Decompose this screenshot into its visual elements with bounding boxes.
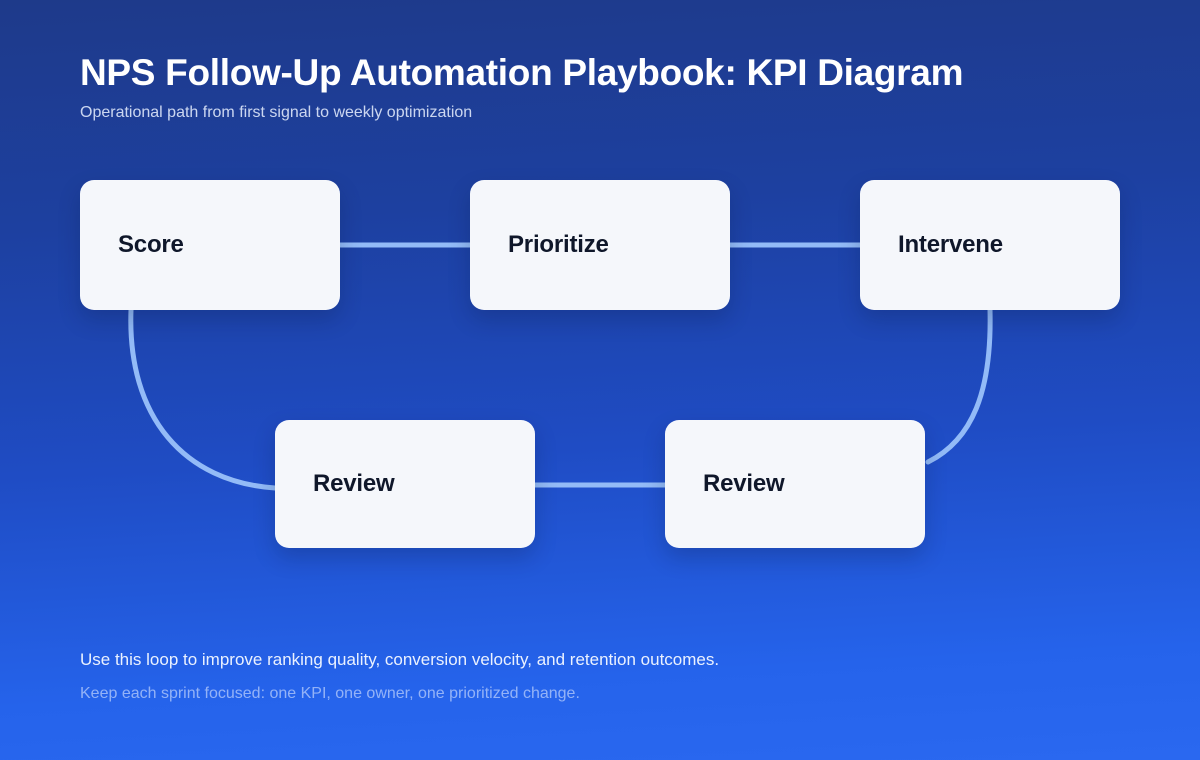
node-intervene[interactable]: Intervene (860, 180, 1120, 310)
node-score-label: Score (118, 231, 184, 258)
footer-primary-text: Use this loop to improve ranking quality… (80, 650, 720, 669)
footer-secondary-text: Keep each sprint focused: one KPI, one o… (80, 685, 580, 702)
node-review-2-label: Review (703, 470, 785, 497)
edge-review-1-to-score (128, 307, 278, 491)
page-subtitle: Operational path from first signal to we… (80, 104, 473, 121)
node-prioritize-label: Prioritize (508, 231, 609, 258)
node-score[interactable]: Score (80, 180, 340, 310)
header: NPS Follow-Up Automation Playbook: KPI D… (80, 50, 1120, 124)
node-prioritize[interactable]: Prioritize (470, 180, 730, 310)
node-review-1[interactable]: Review (275, 420, 535, 548)
page-title: NPS Follow-Up Automation Playbook: KPI D… (80, 52, 964, 93)
footer: Use this loop to improve ranking quality… (80, 648, 1120, 705)
node-review-2[interactable]: Review (665, 420, 925, 548)
edge-intervene-to-review-2 (925, 307, 993, 465)
node-review-1-label: Review (313, 470, 395, 497)
node-intervene-label: Intervene (898, 231, 1003, 258)
